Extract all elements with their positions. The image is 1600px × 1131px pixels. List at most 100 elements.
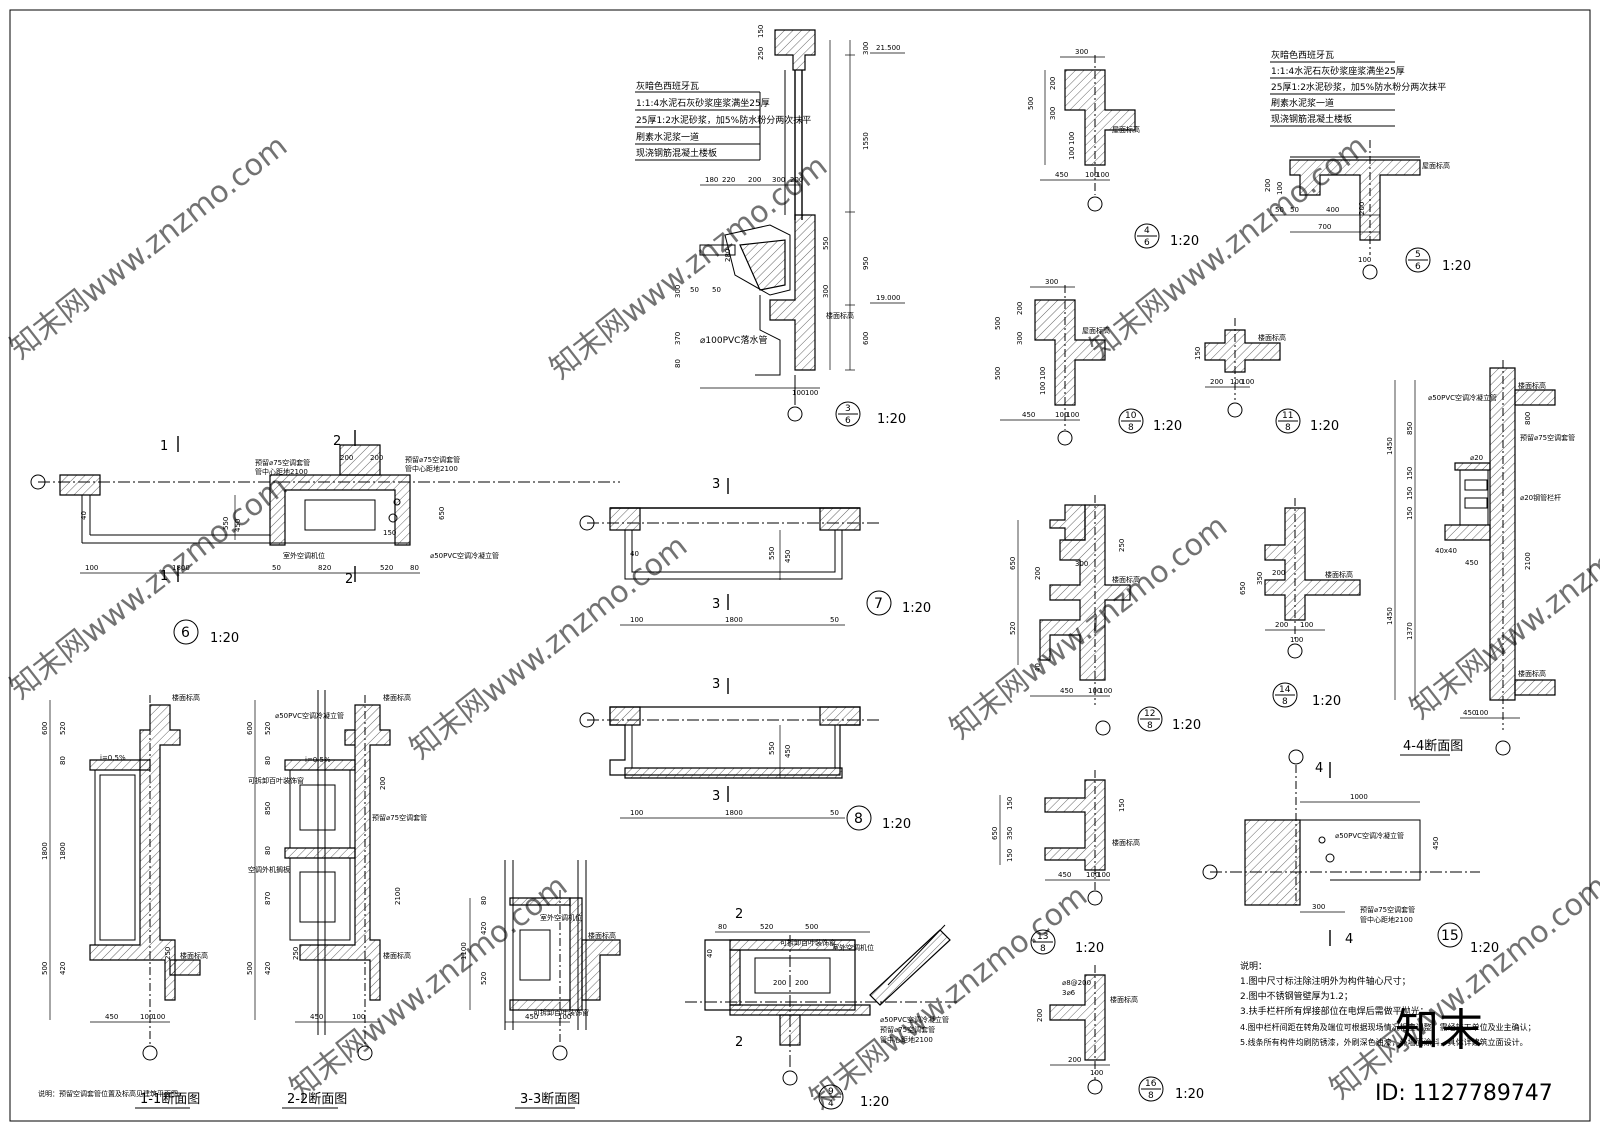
note-item: 4.图中栏杆间距在转角及端位可根据现场情况相应调整，需经施工单位及业主确认； [1240,1023,1536,1032]
dim: 200 [1049,77,1057,90]
cut-marker: 4 [1315,761,1323,776]
sleeve-label: 预留⌀75空调套管 [405,455,460,464]
dim: 650 [438,507,446,520]
dim: 950 [862,257,870,270]
sleeve-height-label: 管中心距地2100 [880,1035,933,1044]
dim: 150 [383,529,396,537]
dim: 1800 [59,842,67,860]
cut-marker: 3 [712,677,720,692]
layer-2: 1:1:4水泥石灰砂浆座浆满坐25厚 [636,97,770,109]
dim: 520 [380,564,393,572]
note-item: 3.扶手栏杆所有焊接部位在电焊后需做平抛光； [1240,1007,1429,1017]
detail-den: 8 [1128,423,1134,433]
scale-label: 1:20 [1175,1087,1204,1102]
dim: 80 [264,756,272,765]
detail-den: 8 [1285,423,1291,433]
sleeve-label: 预留⌀75空调套管 [372,813,427,822]
notes-title: 说明： [1240,962,1268,972]
section-title: 2-2断面图 [287,1092,347,1107]
floor-label: 楼面标高 [1110,995,1138,1004]
layer-3: 25厚1:2水泥砂浆，加5%防水粉分两次抹平 [636,114,811,126]
dim: 80 [264,846,272,855]
dim: 1800 [41,842,49,860]
dim: 80 [410,564,419,572]
dim: 250 [1118,539,1126,552]
ac-unit-label: 室外空调机位 [540,913,582,922]
cut-marker: 3 [712,597,720,612]
section-4-4: 1450 1450 850 150 150 150 1370 800 2100 … [1386,360,1575,756]
dim: 1800 [725,809,743,817]
pvc-label: ⌀50PVC空调冷凝立管 [1335,831,1404,840]
dim: 50 [830,809,839,817]
dim: 450 [1463,709,1476,717]
note-item: 5.线条所有构件均刷防锈漆，外刷深色油漆，外墙面涂料，具体详建筑立面设计。 [1240,1038,1528,1047]
ac-unit-label: 室外空调机位 [832,943,874,952]
pvc-label: ⌀50PVC空调冷凝立管 [430,551,499,560]
layer-notes-b: 灰暗色西班牙瓦 1:1:4水泥石灰砂浆座浆满坐25厚 25厚1:2水泥砂浆，加5… [1270,49,1446,127]
cut-marker: 3 [712,789,720,804]
slope-label: i=0.5% [305,756,331,764]
roof-label: 屋面标高 [1082,326,1110,335]
dim: 200 [1264,179,1272,192]
layer-4: 刷素水泥浆一道 [1271,97,1334,109]
detail-den: 8 [1282,697,1288,707]
dim: 100 [1086,871,1099,879]
dim: 1450 [1386,607,1394,625]
dim: 420 [59,962,67,975]
detail-6: 1 1 2 2 100 1800 50 820 520 80 550 450 6… [30,430,620,587]
dim: 600 [862,332,870,345]
dim: 450 [1055,171,1068,179]
dim: 100 [1475,709,1488,717]
detail-15: 4 4 1000 450 300 ⌀50PVC空调冷凝立管 预留⌀75空调套管 … [1202,749,1480,947]
detail-num: 6 [181,625,190,641]
detail-8: 3 3 100 1800 50 550 450 [579,677,880,819]
dim: 520 [760,923,773,931]
dim: 200 [340,454,353,462]
dim: 150 [1406,507,1414,520]
dim: 870 [264,892,272,905]
sleeve-height-label: 管中心距地2100 [405,464,458,473]
detail-num: 13 [1037,932,1048,942]
detail-den: 6 [1144,238,1150,248]
scale-label: 1:20 [860,1095,889,1110]
rail-label: ⌀20钢管栏杆 [1520,493,1561,502]
scale-label: 1:20 [1442,259,1471,274]
note-item: 2.图中不锈钢管壁厚为1.2； [1240,992,1353,1002]
sleeve-label: 预留⌀75空调套管 [880,1025,935,1034]
layer-4: 刷素水泥浆一道 [636,131,699,143]
ac-pad-label: 空调外机搁板 [248,865,290,874]
dim: 100 [1055,411,1068,419]
dim: 1370 [1406,622,1414,640]
dim: 150 [1006,797,1014,810]
floor-label: 楼面标高 [172,693,200,702]
dim: 450 [310,1013,323,1021]
dim: 40 [630,550,639,558]
dim: 300 [674,285,682,298]
detail-den: 8 [1147,721,1153,731]
detail-badge-5: 5 6 1:20 [1405,247,1471,274]
detail-den: 6 [845,416,851,426]
detail-badge-13: 13 8 1:20 [1030,929,1104,956]
scale-label: 1:20 [1170,234,1199,249]
dim: 2100 [1524,552,1532,570]
watermark: 知末网www.znzmo.com [403,528,694,766]
dim: 100 [1097,871,1110,879]
dim: 370 [674,332,682,345]
dim: 300 [822,285,830,298]
scale-label: 1:20 [1470,941,1499,956]
sleeve-label: 预留⌀75空调套管 [1520,433,1575,442]
dim: 80 [480,896,488,905]
detail-badge-7: 7 1:20 [866,590,931,616]
detail-badge-4: 4 6 1:20 [1134,223,1199,249]
dim: 100 [1068,147,1076,160]
dim: 1000 [1350,793,1368,801]
dim: 500 [41,962,49,975]
dim: 300 [1312,903,1325,911]
dim: 520 [264,722,272,735]
dim: 40x40 [1435,547,1457,555]
dim: 80 [718,923,727,931]
detail-num: 3 [845,404,851,414]
detail-badge-8: 8 1:20 [846,805,911,832]
detail-badge-15: 15 1:20 [1437,922,1499,956]
cut-marker: 1 [160,439,168,454]
